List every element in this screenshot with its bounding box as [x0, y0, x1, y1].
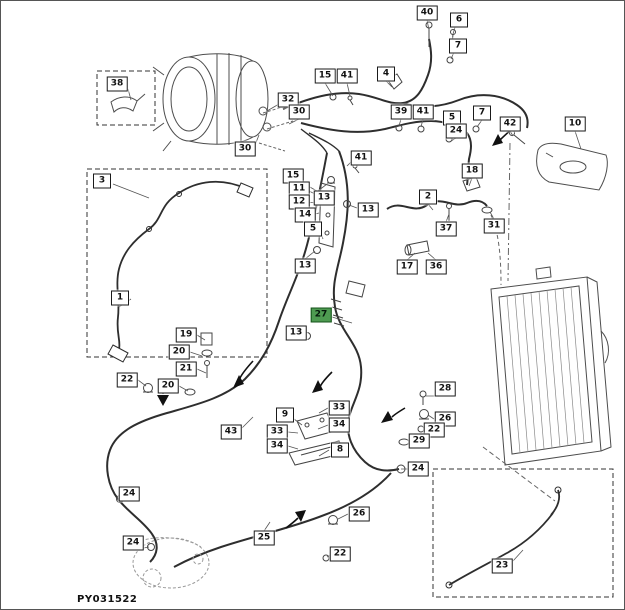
callout-31[interactable]: 31 [483, 218, 505, 234]
callout-33[interactable]: 33 [266, 424, 288, 440]
callout-19[interactable]: 19 [175, 327, 197, 343]
callout-33[interactable]: 33 [328, 400, 350, 416]
detail-box-hose-right [432, 468, 614, 598]
callout-4[interactable]: 4 [377, 66, 395, 82]
callout-40[interactable]: 40 [416, 5, 438, 21]
discharge-hose-top [282, 38, 433, 110]
callout-24[interactable]: 24 [118, 486, 140, 502]
callout-34[interactable]: 34 [266, 438, 288, 454]
callout-13[interactable]: 13 [285, 325, 307, 341]
callout-24[interactable]: 24 [407, 461, 429, 477]
callout-1[interactable]: 1 [111, 290, 129, 306]
center-hose [332, 150, 400, 472]
cover-panel-drawing [536, 142, 608, 191]
callout-43[interactable]: 43 [220, 424, 242, 440]
callout-30[interactable]: 30 [288, 104, 310, 120]
bracket-detail-drawing [110, 93, 146, 113]
detail-box-bracket [96, 70, 156, 126]
callout-41[interactable]: 41 [412, 104, 434, 120]
condenser-drawing [490, 266, 612, 466]
callout-9[interactable]: 9 [276, 407, 294, 423]
figure-code: PY031522 [77, 594, 138, 605]
hose-connectors [300, 128, 340, 154]
condenser-hose [386, 199, 488, 210]
callout-30[interactable]: 30 [234, 141, 256, 157]
callout-32[interactable]: 32 [277, 92, 299, 108]
callout-24[interactable]: 24 [445, 123, 467, 139]
callout-39[interactable]: 39 [390, 104, 412, 120]
callout-42[interactable]: 42 [499, 116, 521, 132]
callout-6[interactable]: 6 [450, 12, 468, 28]
callout-2[interactable]: 2 [419, 189, 437, 205]
callout-38[interactable]: 38 [106, 76, 128, 92]
callout-21[interactable]: 21 [175, 361, 197, 377]
motor-drawing [132, 537, 210, 589]
callout-28[interactable]: 28 [434, 381, 456, 397]
callout-5[interactable]: 5 [304, 221, 322, 237]
callout-23[interactable]: 23 [491, 558, 513, 574]
callout-24[interactable]: 24 [122, 535, 144, 551]
callout-27[interactable]: 27 [310, 307, 332, 323]
callout-22[interactable]: 22 [329, 546, 351, 562]
callout-20[interactable]: 20 [168, 344, 190, 360]
compressor-drawing [152, 53, 272, 152]
callout-41[interactable]: 41 [336, 68, 358, 84]
callout-14[interactable]: 14 [294, 207, 316, 223]
callout-8[interactable]: 8 [331, 442, 349, 458]
callout-18[interactable]: 18 [461, 163, 483, 179]
callout-12[interactable]: 12 [288, 194, 310, 210]
hose-detail-right-drawing [445, 486, 562, 589]
callout-22[interactable]: 22 [116, 372, 138, 388]
callout-41[interactable]: 41 [350, 150, 372, 166]
callout-20[interactable]: 20 [157, 378, 179, 394]
callout-26[interactable]: 26 [348, 506, 370, 522]
callout-7[interactable]: 7 [473, 105, 491, 121]
callout-10[interactable]: 10 [564, 116, 586, 132]
callout-36[interactable]: 36 [425, 259, 447, 275]
callout-7[interactable]: 7 [449, 38, 467, 54]
callout-3[interactable]: 3 [93, 173, 111, 189]
callout-13[interactable]: 13 [294, 258, 316, 274]
callout-29[interactable]: 29 [408, 433, 430, 449]
callout-15[interactable]: 15 [314, 68, 336, 84]
callout-17[interactable]: 17 [396, 259, 418, 275]
callout-13[interactable]: 13 [313, 190, 335, 206]
hose-detail-left-drawing [107, 180, 254, 363]
callout-25[interactable]: 25 [253, 530, 275, 546]
callout-13[interactable]: 13 [357, 202, 379, 218]
callout-37[interactable]: 37 [435, 221, 457, 237]
callout-34[interactable]: 34 [328, 417, 350, 433]
